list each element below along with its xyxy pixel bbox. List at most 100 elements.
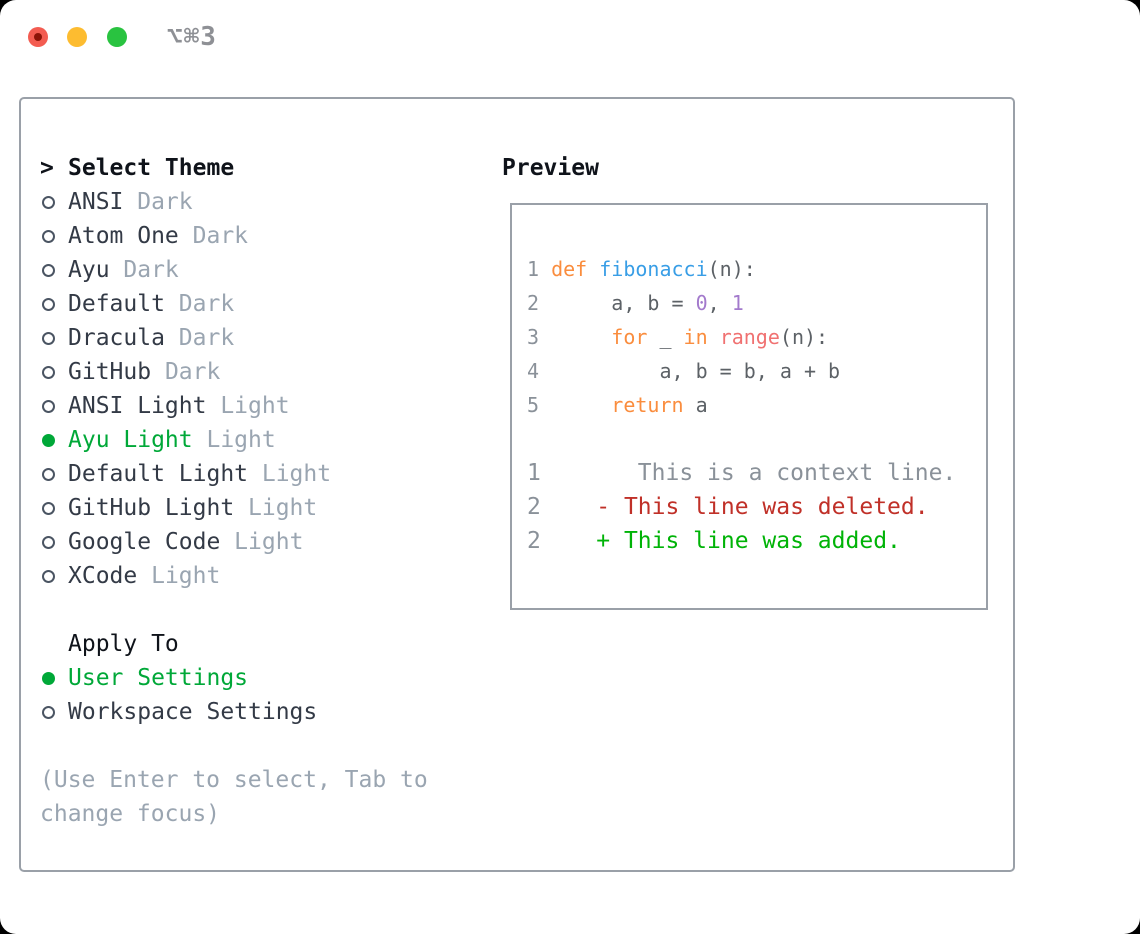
apply-option[interactable]: User Settings [40,661,480,695]
theme-variant-label: Light [206,393,290,419]
select-theme-header: >Select Theme [40,151,480,185]
theme-option[interactable]: ANSI Light Light [40,389,480,423]
theme-variant-label: Light [220,529,304,555]
select-theme-header-label: Select Theme [68,155,235,181]
window-title: ⌥⌘3 [167,22,217,52]
zoom-button[interactable] [107,27,127,47]
theme-variant-label: Light [248,461,332,487]
theme-option-label: ANSI [68,189,124,215]
theme-option-label: XCode [68,563,138,589]
radio-icon [42,263,55,277]
apply-option[interactable]: Workspace Settings [40,695,480,729]
theme-option-label: GitHub Light [68,495,235,521]
code-line: 2 a, b = 0, 1 [527,286,956,320]
diff-line: 2 - This line was deleted. [527,490,956,524]
spacer [40,593,480,627]
theme-option[interactable]: Google Code Light [40,525,480,559]
theme-variant-label: Light [234,495,318,521]
token-code: (n): [707,257,756,281]
apply-option-label: Workspace Settings [68,699,318,725]
theme-option-label: Ayu [68,257,110,283]
theme-option[interactable]: Default Dark [40,287,480,321]
token-ln: 2 [527,528,541,554]
code-line: 3 for _ in range(n): [527,320,956,354]
token-code [708,325,720,349]
token-fn: fibonacci [599,257,708,281]
token-ln: 2 [527,494,541,520]
token-code [587,257,599,281]
token-ln: 4 [527,359,540,383]
theme-option[interactable]: ANSI Dark [40,185,480,219]
theme-variant-label: Light [192,427,276,453]
theme-option-label: Default Light [68,461,249,487]
radio-selected-icon [42,671,55,685]
hint-text-line: (Use Enter to select, Tab to [40,767,428,793]
token-ln: 5 [527,393,540,417]
radio-icon [42,229,55,243]
theme-option-label: Default [68,291,165,317]
radio-icon [42,467,55,481]
theme-option[interactable]: GitHub Dark [40,355,480,389]
radio-icon [42,195,55,209]
token-code: (n): [779,325,829,349]
apply-to-header-label: Apply To [68,631,179,657]
theme-option-label: Google Code [68,529,221,555]
radio-selected-icon [42,433,55,447]
token-code: a, b = [539,291,696,315]
token-add: + This line was added. [596,528,901,554]
radio-icon [42,705,55,719]
token-code [539,393,611,417]
theme-option[interactable]: Ayu Dark [40,253,480,287]
radio-icon [42,331,55,345]
token-code [541,494,596,520]
theme-option[interactable]: GitHub Light Light [40,491,480,525]
hint-text-line: change focus) [40,801,221,827]
preview-title: Preview [502,155,599,181]
radio-icon [42,501,55,515]
theme-variant-label: Dark [164,325,235,351]
theme-option[interactable]: Atom One Dark [40,219,480,253]
token-num: 0 [695,291,708,315]
theme-variant-label: Light [137,563,221,589]
token-ln: 3 [527,325,540,349]
theme-option[interactable]: Dracula Dark [40,321,480,355]
token-code: , [707,291,732,315]
theme-option-label: Dracula [68,325,165,351]
theme-option[interactable]: Ayu Light Light [40,423,480,457]
close-button[interactable] [28,27,48,47]
token-kw: for [611,325,648,349]
code-line: 1 def fibonacci(n): [527,252,956,286]
token-kw: in [683,325,708,349]
token-code [541,528,596,554]
token-kw: def [551,257,588,281]
code-line [527,422,956,456]
theme-option-label: Atom One [68,223,179,249]
apply-to-header: Apply To [40,627,480,661]
theme-option[interactable]: Default Light Light [40,457,480,491]
theme-variant-label: Dark [178,223,249,249]
apply-option-label: User Settings [68,665,249,691]
token-code: a, b = b, a + b [539,359,841,383]
token-num: 1 [731,291,744,315]
hint-text: change focus) [40,797,480,831]
theme-variant-label: Dark [151,359,221,385]
spacer [40,729,480,763]
token-ln: 2 [527,291,540,315]
radio-icon [42,399,55,413]
minimize-button[interactable] [67,27,87,47]
code-line: 4 a, b = b, a + b [527,354,956,388]
token-call: range [719,325,780,349]
token-code [539,257,551,281]
code-line: 5 return a [527,388,956,422]
theme-variant-label: Dark [109,257,179,283]
titlebar: ⌥⌘3 [0,0,1140,76]
theme-option-label: ANSI Light [68,393,207,419]
theme-option[interactable]: XCode Light [40,559,480,593]
theme-variant-label: Dark [164,291,235,317]
radio-icon [42,297,55,311]
radio-icon [42,365,55,379]
diff-line: 2 + This line was added. [527,524,956,558]
